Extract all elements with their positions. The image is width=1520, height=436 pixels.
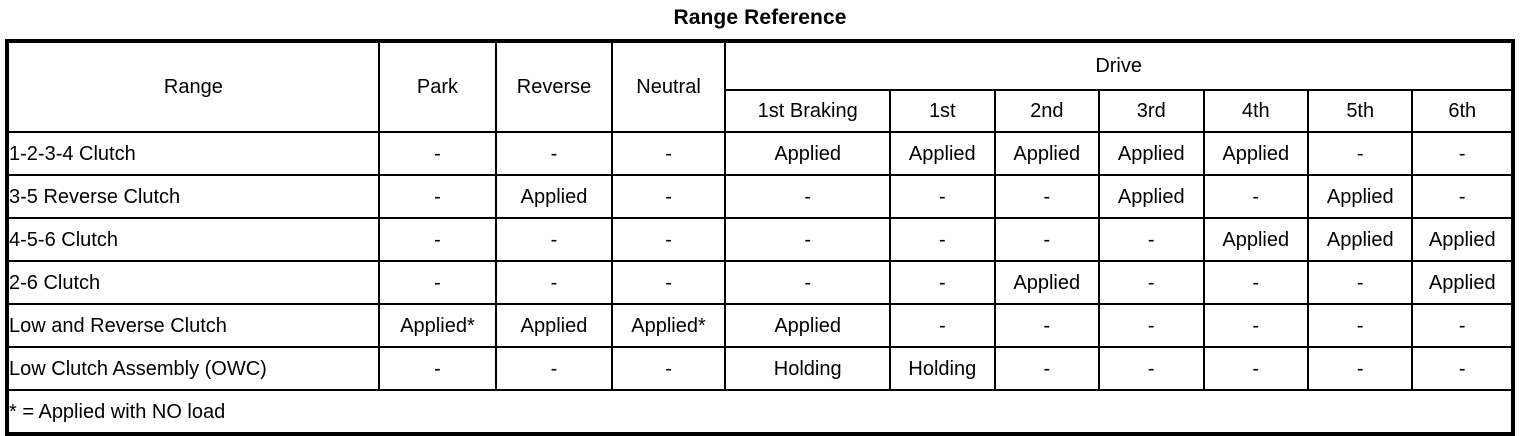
row-label: 1-2-3-4 Clutch: [6, 131, 380, 176]
column-header-1st-braking: 1st Braking: [724, 89, 892, 133]
table-row: Low and Reverse Clutch Applied* Applied …: [6, 303, 1514, 348]
cell-park: -: [377, 260, 498, 305]
cell-2nd: Applied: [993, 131, 1101, 176]
cell-2nd: -: [993, 217, 1101, 262]
cell-6th: Applied: [1411, 217, 1514, 262]
column-header-park: Park: [377, 40, 498, 133]
cell-4th: -: [1202, 260, 1309, 305]
cell-6th: -: [1411, 131, 1514, 176]
cell-1st-braking: Applied: [724, 303, 892, 348]
cell-4th: Applied: [1202, 131, 1309, 176]
column-header-6th: 6th: [1411, 89, 1514, 133]
cell-1st-braking: -: [724, 260, 892, 305]
cell-2nd: -: [993, 174, 1101, 219]
cell-park: -: [377, 217, 498, 262]
table-row: 4-5-6 Clutch - - - - - - - Applied Appli…: [6, 217, 1514, 262]
cell-5th: Applied: [1306, 174, 1414, 219]
cell-1st: -: [889, 174, 996, 219]
column-header-1st: 1st: [889, 89, 996, 133]
cell-park: -: [377, 174, 498, 219]
row-label: 2-6 Clutch: [6, 260, 380, 305]
header-row-top: Range Park Reverse Neutral Drive: [6, 40, 1514, 133]
cell-2nd: -: [993, 346, 1101, 391]
cell-4th: -: [1202, 174, 1309, 219]
cell-1st-braking: Applied: [724, 131, 892, 176]
cell-3rd: -: [1098, 303, 1205, 348]
cell-2nd: -: [993, 303, 1101, 348]
header-row-bottom: 1st Braking 1st 2nd 3rd 4th 5th 6th: [7, 89, 1514, 133]
cell-neutral: -: [610, 217, 727, 262]
cell-1st-braking: -: [724, 217, 892, 262]
cell-neutral: -: [610, 131, 727, 176]
cell-5th: -: [1306, 131, 1414, 176]
cell-3rd: -: [1098, 217, 1205, 262]
range-reference-table: Range Park Reverse Neutral Drive 1st Bra…: [5, 39, 1515, 436]
cell-1st: Holding: [889, 346, 996, 391]
cell-4th: Applied: [1202, 217, 1309, 262]
column-header-3rd: 3rd: [1098, 89, 1205, 133]
cell-park: -: [377, 346, 498, 391]
cell-3rd: -: [1098, 260, 1205, 305]
cell-reverse: -: [495, 217, 613, 262]
cell-reverse: Applied: [495, 174, 613, 219]
cell-neutral: -: [610, 346, 727, 391]
cell-1st-braking: -: [724, 174, 892, 219]
cell-2nd: Applied: [993, 260, 1101, 305]
table-row: 2-6 Clutch - - - - - Applied - - - Appli…: [6, 260, 1514, 305]
cell-reverse: -: [495, 131, 613, 176]
cell-reverse: -: [495, 260, 613, 305]
cell-neutral: Applied*: [610, 303, 727, 348]
cell-3rd: -: [1098, 346, 1205, 391]
table-row: 1-2-3-4 Clutch - - - Applied Applied App…: [6, 131, 1514, 176]
cell-reverse: Applied: [495, 303, 613, 348]
cell-6th: Applied: [1411, 260, 1514, 305]
cell-3rd: Applied: [1098, 174, 1205, 219]
cell-4th: -: [1202, 346, 1309, 391]
cell-5th: -: [1306, 260, 1414, 305]
cell-1st: -: [889, 260, 996, 305]
cell-5th: Applied: [1306, 217, 1414, 262]
row-label: 3-5 Reverse Clutch: [6, 174, 380, 219]
row-label: Low Clutch Assembly (OWC): [6, 346, 380, 391]
column-header-5th: 5th: [1306, 89, 1414, 133]
table-row: 3-5 Reverse Clutch - Applied - - - - App…: [6, 174, 1514, 219]
cell-5th: -: [1306, 346, 1414, 391]
column-header-neutral: Neutral: [610, 40, 727, 133]
cell-6th: -: [1411, 346, 1514, 391]
table-body: 1-2-3-4 Clutch - - - Applied Applied App…: [6, 131, 1514, 435]
column-header-reverse: Reverse: [495, 40, 613, 133]
cell-reverse: -: [495, 346, 613, 391]
table-footnote: * = Applied with NO load: [6, 389, 1514, 435]
row-label: 4-5-6 Clutch: [6, 217, 380, 262]
cell-1st: Applied: [889, 131, 996, 176]
cell-4th: -: [1202, 303, 1309, 348]
cell-1st: -: [889, 217, 996, 262]
table-row: Low Clutch Assembly (OWC) - - - Holding …: [6, 346, 1514, 391]
cell-neutral: -: [610, 174, 727, 219]
footnote-row: * = Applied with NO load: [6, 389, 1514, 435]
cell-1st-braking: Holding: [724, 346, 892, 391]
page-title: Range Reference: [673, 6, 847, 29]
range-reference-table-container: Range Park Reverse Neutral Drive 1st Bra…: [5, 39, 1515, 436]
cell-park: -: [377, 131, 498, 176]
cell-neutral: -: [610, 260, 727, 305]
cell-1st: -: [889, 303, 996, 348]
cell-6th: -: [1411, 174, 1514, 219]
cell-5th: -: [1306, 303, 1414, 348]
table-header: Range Park Reverse Neutral Drive 1st Bra…: [6, 40, 1514, 133]
row-label: Low and Reverse Clutch: [6, 303, 380, 348]
cell-6th: -: [1411, 303, 1514, 348]
column-header-4th: 4th: [1202, 89, 1309, 133]
column-header-range: Range: [6, 40, 380, 133]
cell-park: Applied*: [377, 303, 498, 348]
column-group-header-drive: Drive: [724, 40, 1514, 91]
column-header-2nd: 2nd: [993, 89, 1101, 133]
cell-3rd: Applied: [1098, 131, 1205, 176]
